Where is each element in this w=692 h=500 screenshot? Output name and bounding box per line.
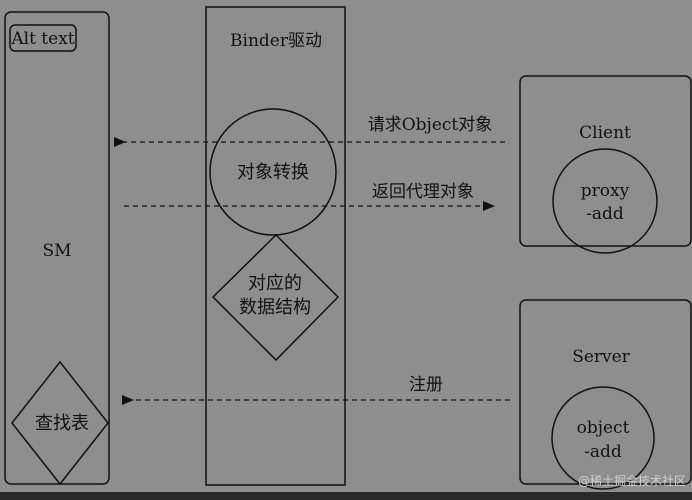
binder-column <box>205 6 346 486</box>
client-label: Client <box>579 123 631 143</box>
object-add-line2: -add <box>584 442 622 462</box>
register-arrow-label: 注册 <box>409 375 443 395</box>
object-conversion-label: 对象转换 <box>237 162 309 183</box>
request-arrow-label: 请求Object对象 <box>368 115 493 135</box>
lookup-table-diamond <box>11 360 109 486</box>
proxy-add-circle <box>552 148 658 254</box>
proxy-add-line1: proxy <box>581 181 630 201</box>
sm-label: SM <box>42 241 71 261</box>
object-add-circle <box>551 386 655 490</box>
data-structure-label-line2: 数据结构 <box>239 297 311 318</box>
sm-column <box>4 11 110 485</box>
return-arrow-label: 返回代理对象 <box>372 182 474 202</box>
proxy-add-line2: -add <box>586 204 624 224</box>
client-box <box>519 75 692 247</box>
lookup-table-label: 查找表 <box>35 413 89 434</box>
server-label: Server <box>572 347 630 367</box>
binder-label: Binder驱动 <box>230 31 322 51</box>
data-structure-label-line1: 对应的 <box>248 273 302 294</box>
object-add-line1: object <box>577 418 630 438</box>
alt-text-badge[interactable] <box>9 24 77 52</box>
data-structure-diamond <box>211 233 340 362</box>
bottom-bar <box>0 492 692 500</box>
object-conversion-circle <box>209 108 337 236</box>
server-box <box>519 299 692 485</box>
watermark: @稀土掘金技术社区 <box>578 473 686 488</box>
alt-text-badge-label[interactable]: Alt text <box>10 29 74 49</box>
